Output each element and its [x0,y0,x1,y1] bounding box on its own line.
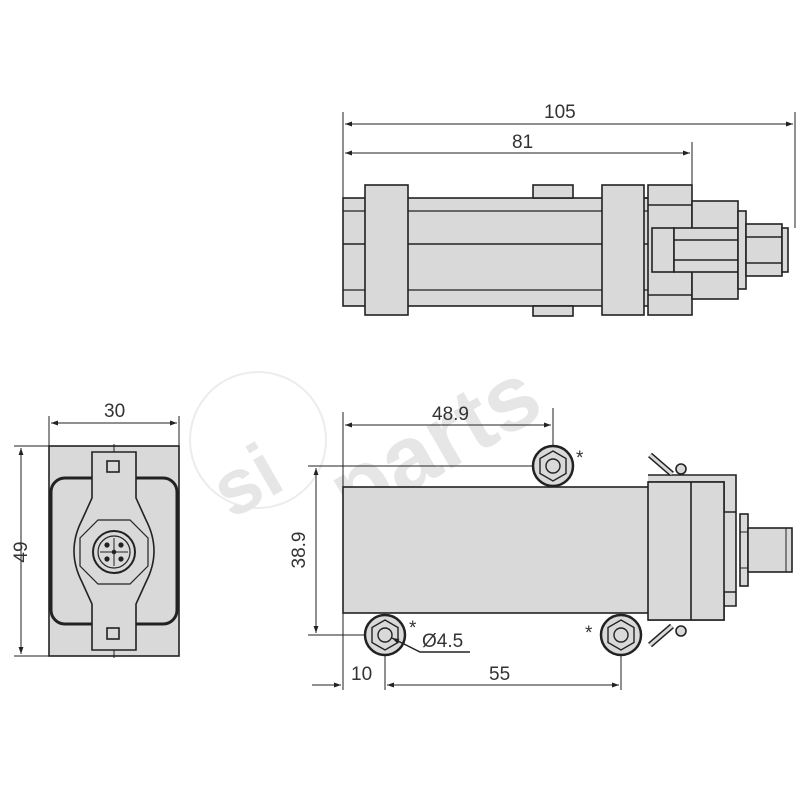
asterisk-note-right: * [585,623,593,644]
dim-width: 30 [104,401,125,422]
dim-overall-length: 105 [544,102,576,123]
dim-height: 49 [11,541,32,562]
dim-hole-spacing: 55 [489,664,510,685]
dim-edge-to-hole: 10 [351,664,372,685]
mount-nut-bottom-right [599,613,643,657]
end-view [48,444,180,658]
end-view-dimensions [14,416,180,657]
dim-mount-offset-y: 38.9 [289,532,310,569]
mount-nut-bottom-left [363,613,407,657]
asterisk-note-top: * [576,448,584,469]
top-view-dimensions [342,112,796,228]
svg-text:si: si [196,426,296,535]
dim-hole-diameter: Ø4.5 [422,631,463,652]
top-view [342,184,789,317]
asterisk-note-left: * [409,618,417,639]
mount-nut-top [531,444,575,488]
dim-mount-offset-x: 48.9 [432,404,469,425]
front-view-dimensions [308,408,622,690]
dim-body-length: 81 [512,132,533,153]
front-view [342,452,793,648]
